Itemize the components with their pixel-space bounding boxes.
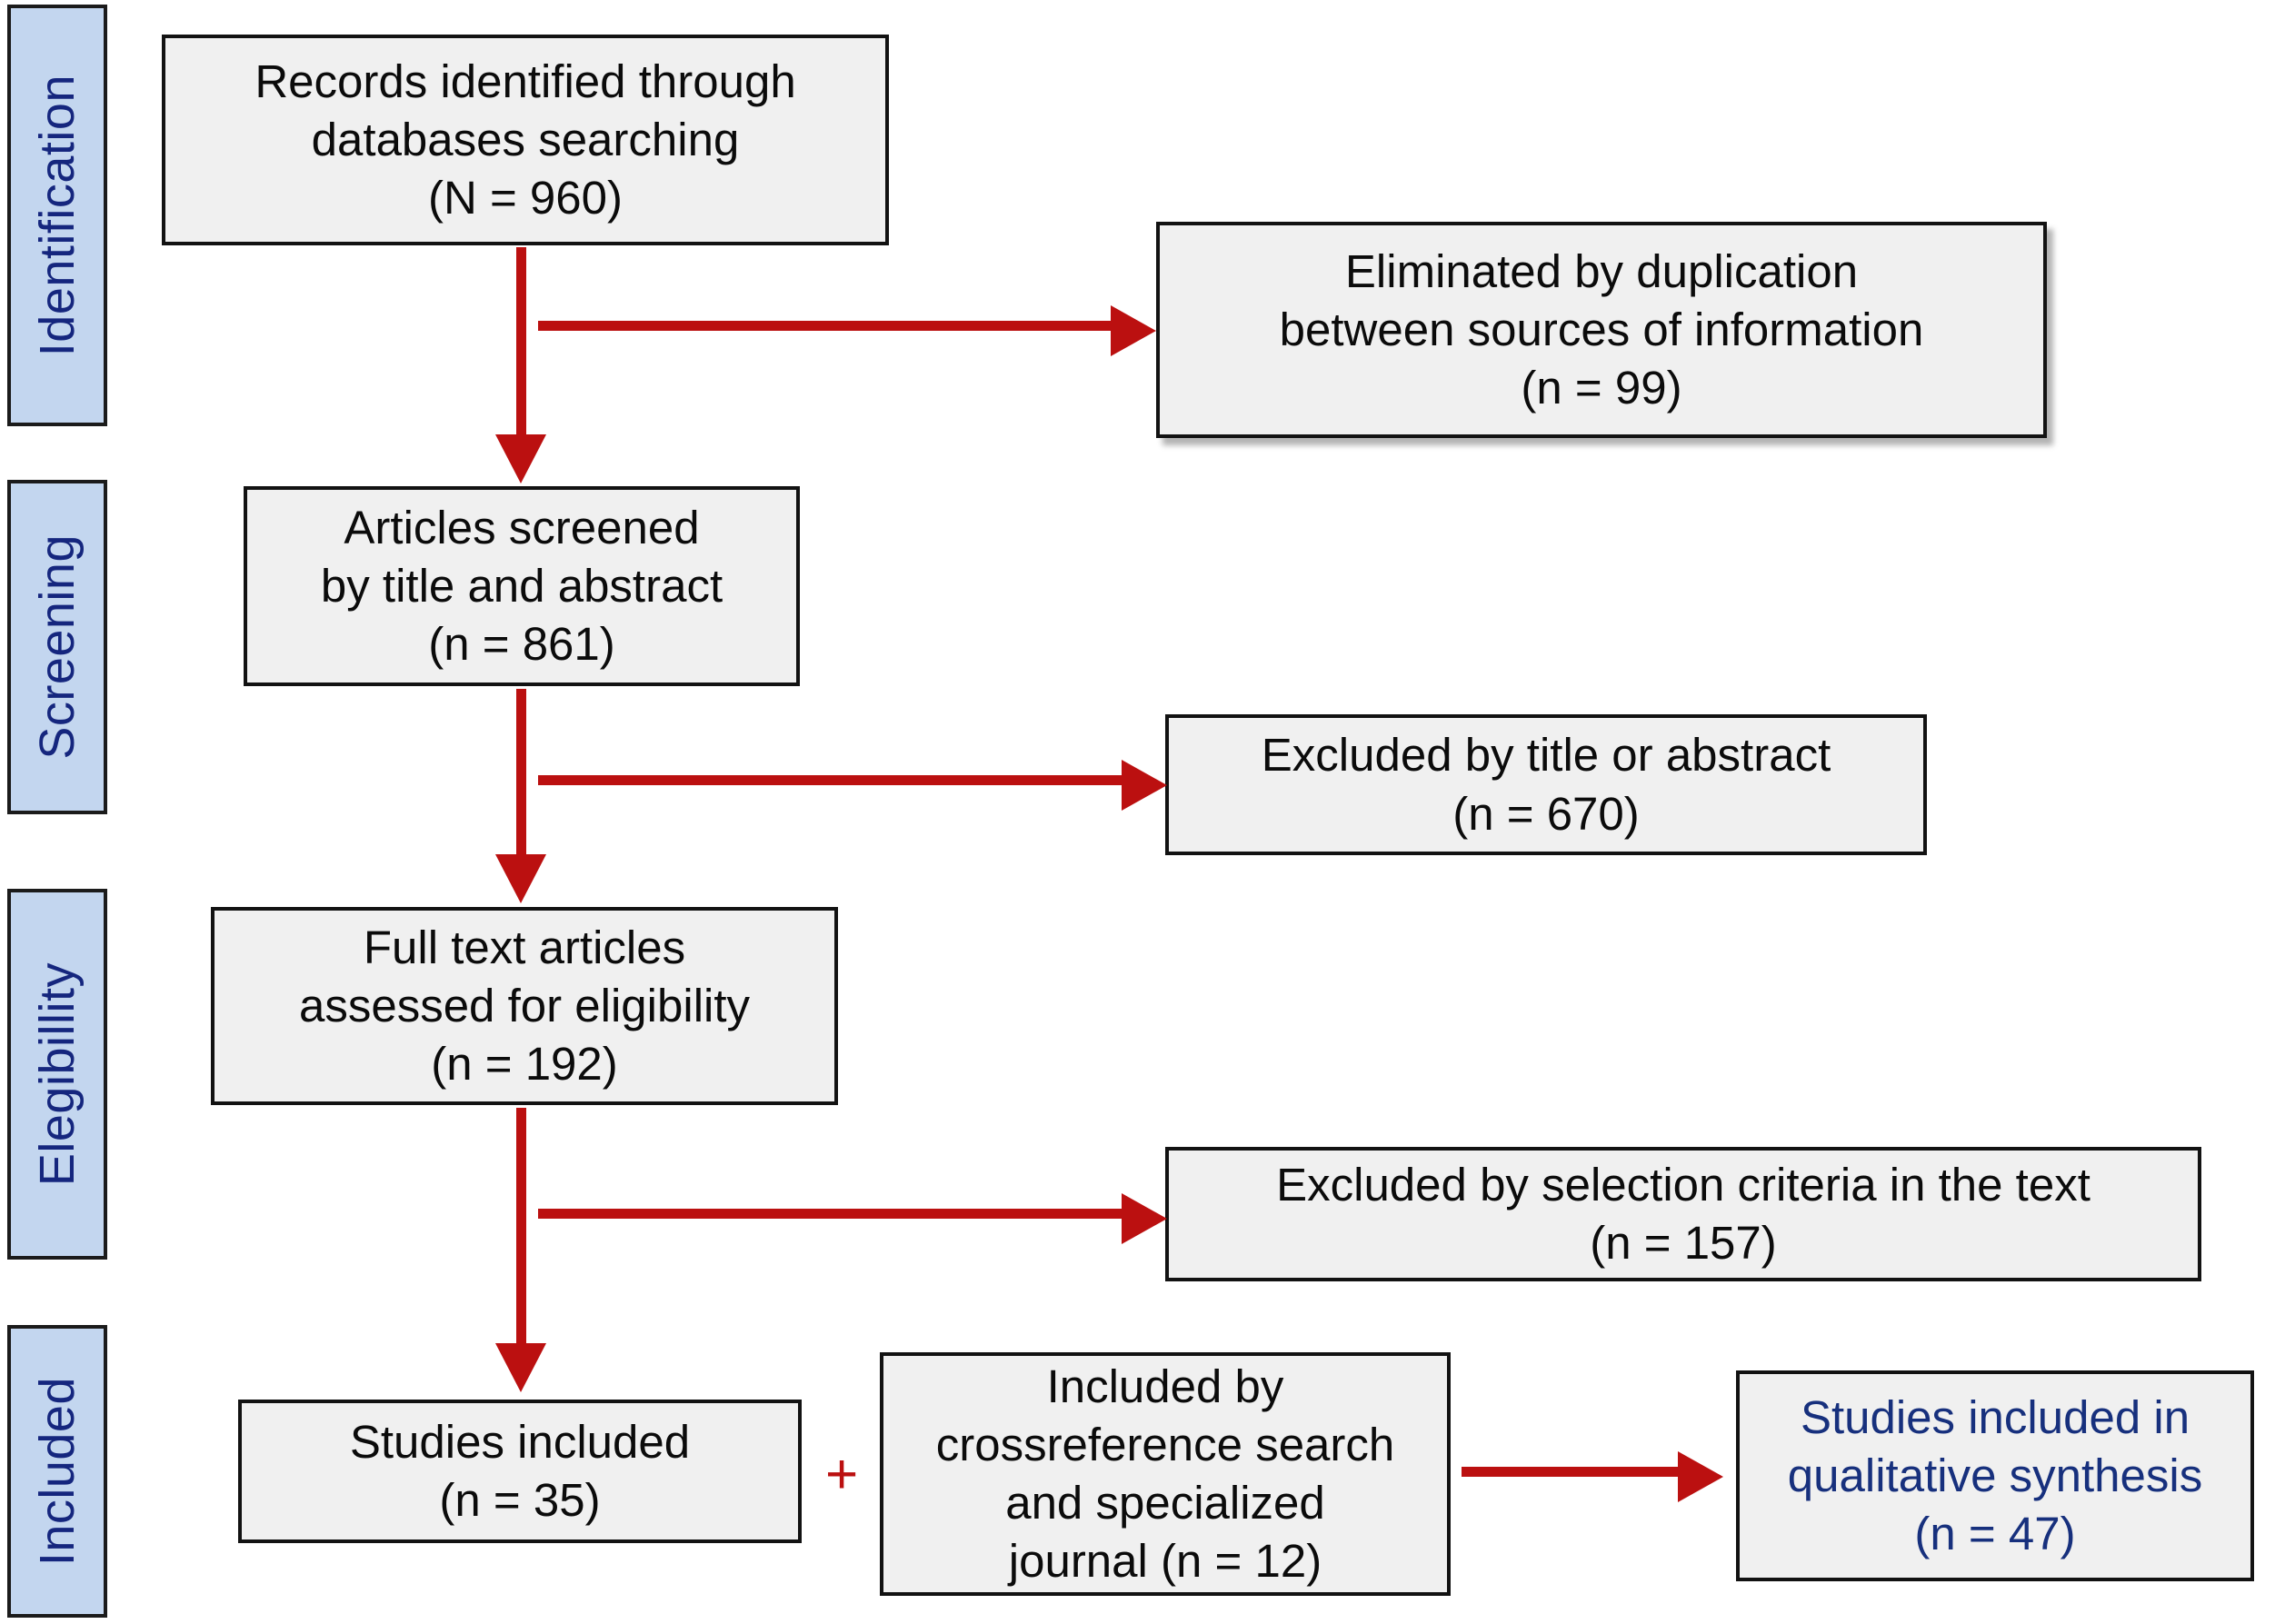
node-articles-screened: Articles screened by title and abstract … <box>244 486 800 686</box>
connector-screened-to-fulltext-arrowhead <box>495 854 546 903</box>
connector-identified-to-duplicates-stem <box>538 321 1127 331</box>
node-crossreference-included: Included by crossreference search and sp… <box>880 1352 1451 1596</box>
phase-label-screening-text: Screening <box>30 534 85 760</box>
connector-fulltext-to-included-arrowhead <box>495 1343 546 1392</box>
node-studies-included-text: Studies included (n = 35) <box>349 1415 691 1526</box>
node-records-identified-text: Records identified through databases sea… <box>254 55 796 224</box>
phase-label-eligibility: Elegibillity <box>7 889 107 1260</box>
node-crossreference-included-text: Included by crossreference search and sp… <box>935 1360 1395 1588</box>
connector-identified-to-screened-arrowhead <box>495 434 546 483</box>
phase-label-included-text: Included <box>30 1376 85 1567</box>
node-excluded-selection-criteria-text: Excluded by selection criteria in the te… <box>1276 1158 2090 1269</box>
connector-to-qualitative-synthesis-stem <box>1462 1467 1685 1477</box>
connector-screened-to-excluded-arrowhead <box>1122 760 1167 811</box>
node-eliminated-by-duplication: Eliminated by duplication between source… <box>1156 222 2047 438</box>
phase-label-identification: Identification <box>7 5 107 426</box>
node-articles-screened-text: Articles screened by title and abstract … <box>320 501 723 671</box>
node-excluded-selection-criteria: Excluded by selection criteria in the te… <box>1165 1147 2201 1281</box>
node-full-text-assessed-text: Full text articles assessed for eligibil… <box>298 921 751 1091</box>
phase-label-screening: Screening <box>7 480 107 814</box>
connector-identified-to-duplicates-arrowhead <box>1111 305 1156 356</box>
connector-identified-to-screened-stem <box>516 247 526 438</box>
node-full-text-assessed: Full text articles assessed for eligibil… <box>211 907 838 1105</box>
node-studies-included: Studies included (n = 35) <box>238 1400 802 1543</box>
plus-operator: + <box>825 1443 859 1506</box>
node-eliminated-by-duplication-text: Eliminated by duplication between source… <box>1279 244 1924 414</box>
node-records-identified: Records identified through databases sea… <box>162 35 889 245</box>
phase-label-eligibility-text: Elegibillity <box>30 961 85 1187</box>
phase-label-identification-text: Identification <box>30 74 85 357</box>
node-excluded-title-abstract-text: Excluded by title or abstract (n = 670) <box>1261 729 1831 840</box>
connector-fulltext-to-criteria-arrowhead <box>1122 1193 1167 1244</box>
connector-fulltext-to-included-stem <box>516 1108 526 1346</box>
connector-to-qualitative-synthesis-arrowhead <box>1678 1451 1723 1502</box>
node-qualitative-synthesis: Studies included in qualitative synthesi… <box>1736 1370 2254 1581</box>
connector-screened-to-fulltext-stem <box>516 689 526 858</box>
connector-screened-to-excluded-stem <box>538 775 1138 785</box>
connector-fulltext-to-criteria-stem <box>538 1209 1138 1219</box>
node-excluded-title-abstract: Excluded by title or abstract (n = 670) <box>1165 714 1927 855</box>
phase-label-included: Included <box>7 1325 107 1618</box>
node-qualitative-synthesis-text: Studies included in qualitative synthesi… <box>1787 1390 2203 1560</box>
